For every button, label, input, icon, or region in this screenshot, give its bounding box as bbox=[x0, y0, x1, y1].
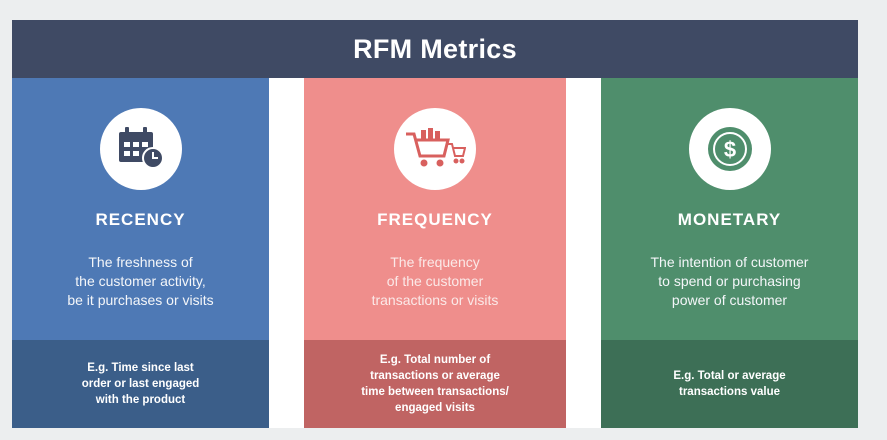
frequency-title: FREQUENCY bbox=[377, 210, 493, 229]
svg-text:$: $ bbox=[723, 137, 735, 162]
shopping-cart-icon bbox=[406, 128, 466, 167]
monetary-column: $ MONETARY The intention of customer to … bbox=[601, 78, 858, 428]
monetary-example: E.g. Total or average transactions value bbox=[601, 340, 858, 428]
recency-panel: RECENCY The freshness of the customer ac… bbox=[12, 78, 269, 340]
recency-icon-badge bbox=[99, 108, 182, 190]
dollar-coin-icon: $ bbox=[707, 127, 752, 171]
rfm-diagram: RFM Metrics RECENCY Th bbox=[12, 20, 858, 428]
monetary-icon-badge: $ bbox=[688, 108, 771, 190]
header-bar: RFM Metrics bbox=[12, 20, 858, 78]
monetary-panel: $ MONETARY The intention of customer to … bbox=[601, 78, 858, 340]
recency-column: RECENCY The freshness of the customer ac… bbox=[12, 78, 269, 428]
recency-description: The freshness of the customer activity, … bbox=[67, 254, 214, 308]
diagram-title: RFM Metrics bbox=[353, 33, 517, 64]
monetary-title: MONETARY bbox=[677, 210, 782, 229]
calendar-clock-icon bbox=[118, 127, 164, 169]
frequency-description: The frequency of the customer transactio… bbox=[371, 254, 499, 308]
monetary-description: The intention of customer to spend or pu… bbox=[650, 254, 809, 308]
frequency-panel: FREQUENCY The frequency of the customer … bbox=[304, 78, 566, 340]
recency-example: E.g. Time since last order or last engag… bbox=[12, 340, 269, 428]
frequency-column: FREQUENCY The frequency of the customer … bbox=[304, 78, 566, 428]
frequency-icon-badge bbox=[394, 108, 476, 190]
frequency-example: E.g. Total number of transactions or ave… bbox=[304, 340, 566, 428]
recency-title: RECENCY bbox=[95, 210, 186, 229]
